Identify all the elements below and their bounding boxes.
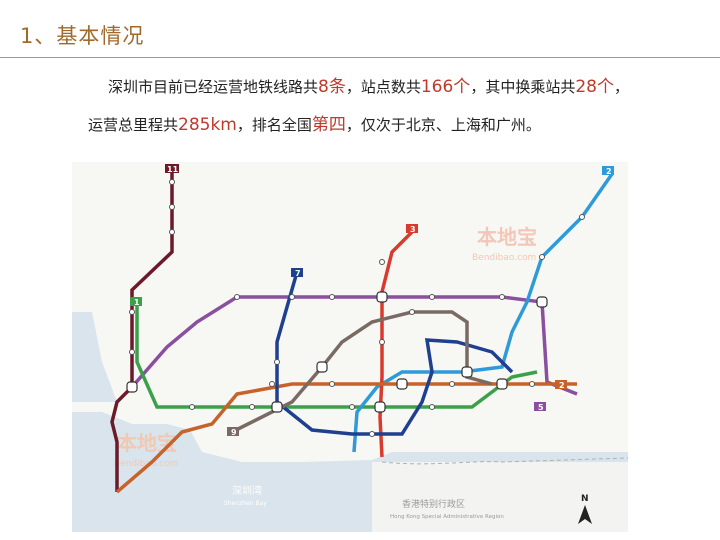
transfer-station [375, 402, 385, 412]
transfer-station [462, 367, 472, 377]
watermark-bottom: 本地宝 [117, 431, 177, 455]
metro-map-svg: 本地宝 Bendibao.com 本地宝 Bendibao.com [72, 162, 628, 532]
p2-text-a: 运营总里程共 [88, 116, 178, 134]
transfer-station [497, 379, 507, 389]
transfer-station [537, 297, 547, 307]
station [270, 382, 275, 387]
p1-text-g: ， [614, 78, 629, 96]
station [190, 405, 195, 410]
line-1-route [137, 302, 537, 407]
station [330, 382, 335, 387]
line-5-badge-label: 5 [538, 403, 544, 412]
station [430, 295, 435, 300]
station [370, 432, 375, 437]
north-label: N [581, 494, 589, 504]
bay-label: 深圳湾 [232, 484, 262, 497]
line-4-badge-label: 3 [410, 225, 416, 234]
transfer-station [127, 382, 137, 392]
line-2-badge-label: 2 [559, 381, 565, 390]
p2-text-c: ，排名全国 [237, 116, 312, 134]
line-9-badge-label: 9 [231, 428, 237, 437]
line-count: 8条 [318, 77, 346, 97]
transfer-count: 28个 [575, 77, 614, 97]
total-mileage: 285km [178, 115, 237, 135]
transfer-station [272, 402, 282, 412]
line-3-route [354, 174, 612, 452]
station [380, 260, 385, 265]
line-1-badge-label: 1 [134, 298, 140, 307]
transfer-station [377, 292, 387, 302]
watermark-top: 本地宝 [477, 225, 537, 249]
transfer-station [397, 379, 407, 389]
station [580, 215, 585, 220]
station [350, 405, 355, 410]
station [235, 295, 240, 300]
station-count: 166个 [421, 77, 470, 97]
paragraph-line-1: 深圳市目前已经运营地铁线路共8条，站点数共166个，其中换乘站共28个， [108, 72, 629, 97]
station [380, 340, 385, 345]
station [170, 205, 175, 210]
watermark-url-top: Bendibao.com [472, 253, 536, 263]
west-water [72, 312, 117, 402]
station [450, 382, 455, 387]
p2-text-e: ，仅次于北京、上海和广州。 [346, 116, 541, 134]
title-divider [0, 57, 720, 58]
p1-text-c: ，站点数共 [346, 78, 421, 96]
station [540, 255, 545, 260]
national-rank: 第四 [312, 115, 346, 135]
slide-title: 1、基本情况 [20, 20, 144, 50]
line-7-badge-label: 7 [295, 269, 301, 278]
station [130, 310, 135, 315]
p1-text-a: 深圳市目前已经运营地铁线路共 [108, 78, 318, 96]
station [290, 295, 295, 300]
station [250, 405, 255, 410]
station [500, 295, 505, 300]
station [170, 230, 175, 235]
station [130, 350, 135, 355]
hk-label-en: Hong Kong Special Administrative Region [390, 514, 504, 520]
p1-text-e: ，其中换乘站共 [470, 78, 575, 96]
station [430, 405, 435, 410]
metro-map: 本地宝 Bendibao.com 本地宝 Bendibao.com [72, 162, 628, 532]
line-11-badge-label: 11 [167, 165, 179, 174]
transfer-station [317, 362, 327, 372]
hk-label: 香港特别行政区 [402, 498, 465, 510]
paragraph-line-2: 运营总里程共285km，排名全国第四，仅次于北京、上海和广州。 [88, 110, 541, 135]
station [170, 180, 175, 185]
station [330, 295, 335, 300]
station [410, 310, 415, 315]
station [530, 382, 535, 387]
line-3-badge-label: 2 [606, 167, 612, 176]
station [275, 360, 280, 365]
bay-label-en: Shenzhen Bay [224, 500, 267, 507]
